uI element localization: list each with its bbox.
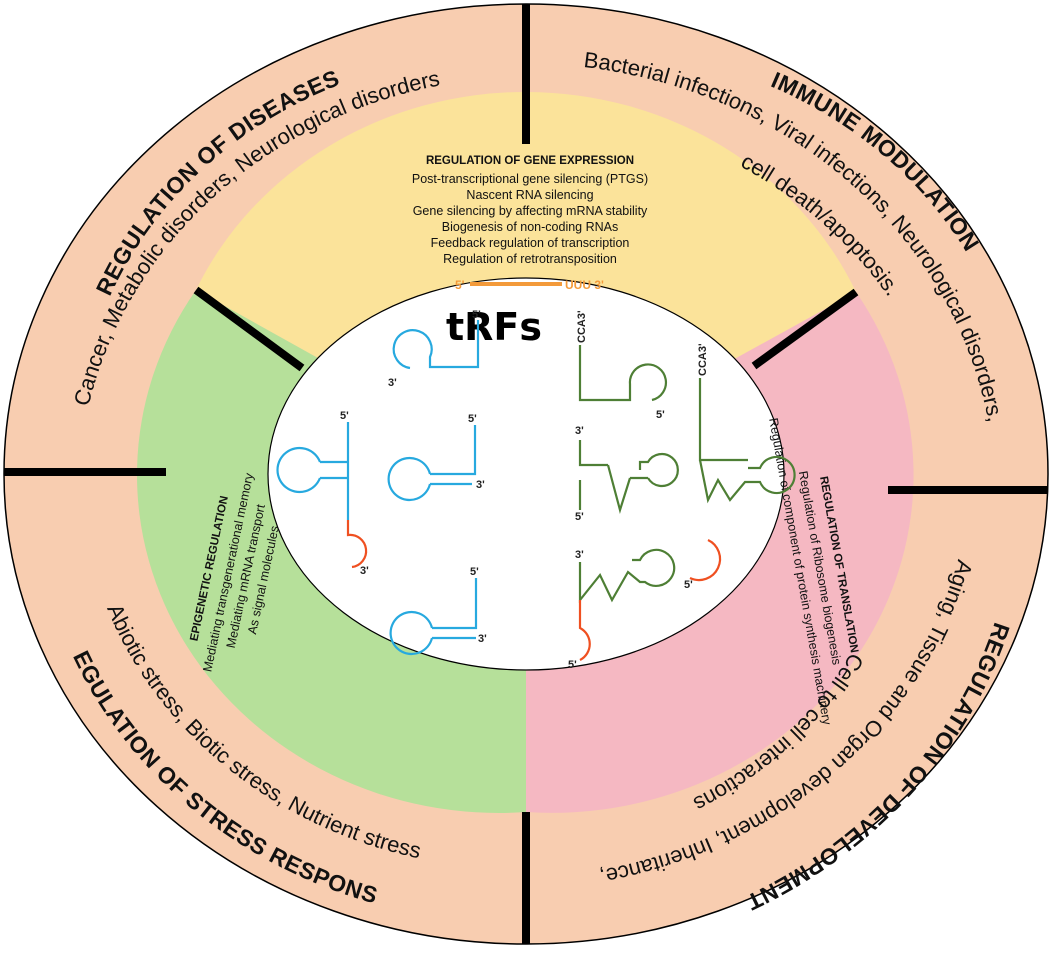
green-top-cca: CCA3' <box>576 310 588 343</box>
gene-expression-line-2: Nascent RNA silencing <box>466 188 593 202</box>
blue-left-5prime: 5' <box>340 410 349 422</box>
blue-structure-left <box>276 422 350 520</box>
gene-expression-title: REGULATION OF GENE EXPRESSION <box>426 155 634 167</box>
divider-upper-left <box>193 286 305 372</box>
orange-strand-3prime: UUU 3' <box>565 278 604 292</box>
gene-expression-line-3: Gene silencing by affecting mRNA stabili… <box>413 204 648 218</box>
section-dividers <box>4 4 1048 944</box>
green-right-5prime: 5' <box>684 579 693 591</box>
green-structure-right <box>698 378 796 504</box>
gene-expression-line-5: Feedback regulation of transcription <box>431 236 630 250</box>
gene-expression-line-1: Post-transcriptional gene silencing (PTG… <box>412 172 648 186</box>
blue-structure-left-red <box>346 520 368 569</box>
orange-strand-5prime: 5' <box>455 278 465 292</box>
green-bottom-3prime: 3' <box>575 549 584 561</box>
blue-bottom-5prime: 5' <box>470 566 479 578</box>
uuu-strand: 5' UUU 3' <box>455 278 604 292</box>
green-right-red-end <box>689 539 722 582</box>
gene-expression-line-4: Biogenesis of non-coding RNAs <box>442 220 619 234</box>
green-structure-middle <box>578 440 679 514</box>
green-structure-top <box>578 345 668 402</box>
green-structure-labels: CCA3' 5' 3' 5' 3' 5' CCA3' 5' <box>568 310 709 671</box>
green-trf-structures <box>578 345 796 604</box>
green-top-5prime: 5' <box>656 409 665 421</box>
blue-structure-labels: 5' 3' 5' 3' 5' 3' 5' 3' <box>340 309 487 645</box>
blue-mid-3prime: 3' <box>476 479 485 491</box>
center-ellipse <box>267 277 785 671</box>
blue-structure-bottom <box>389 578 478 656</box>
divider-upper-right <box>751 288 859 370</box>
blue-mid-5prime: 5' <box>468 413 477 425</box>
green-bottom-red-end <box>578 600 591 661</box>
trfs-title: tRFs <box>446 305 542 349</box>
blue-structure-top <box>392 320 480 370</box>
blue-left-3prime: 3' <box>360 565 369 577</box>
blue-bottom-3prime: 3' <box>478 633 487 645</box>
blue-top-3prime: 3' <box>388 377 397 389</box>
green-mid-3prime: 3' <box>575 425 584 437</box>
blue-structure-middle <box>387 425 477 502</box>
blue-top-5prime: 5' <box>472 309 481 321</box>
gene-expression-section: REGULATION OF GENE EXPRESSION Post-trans… <box>412 155 648 266</box>
green-mid-5prime: 5' <box>575 511 584 523</box>
green-structure-bottom <box>578 548 676 604</box>
green-right-cca: CCA3' <box>697 343 709 376</box>
green-bottom-5prime: 5' <box>568 659 577 671</box>
gene-expression-line-6: Regulation of retrotransposition <box>443 252 617 266</box>
blue-trf-structures <box>276 320 480 656</box>
